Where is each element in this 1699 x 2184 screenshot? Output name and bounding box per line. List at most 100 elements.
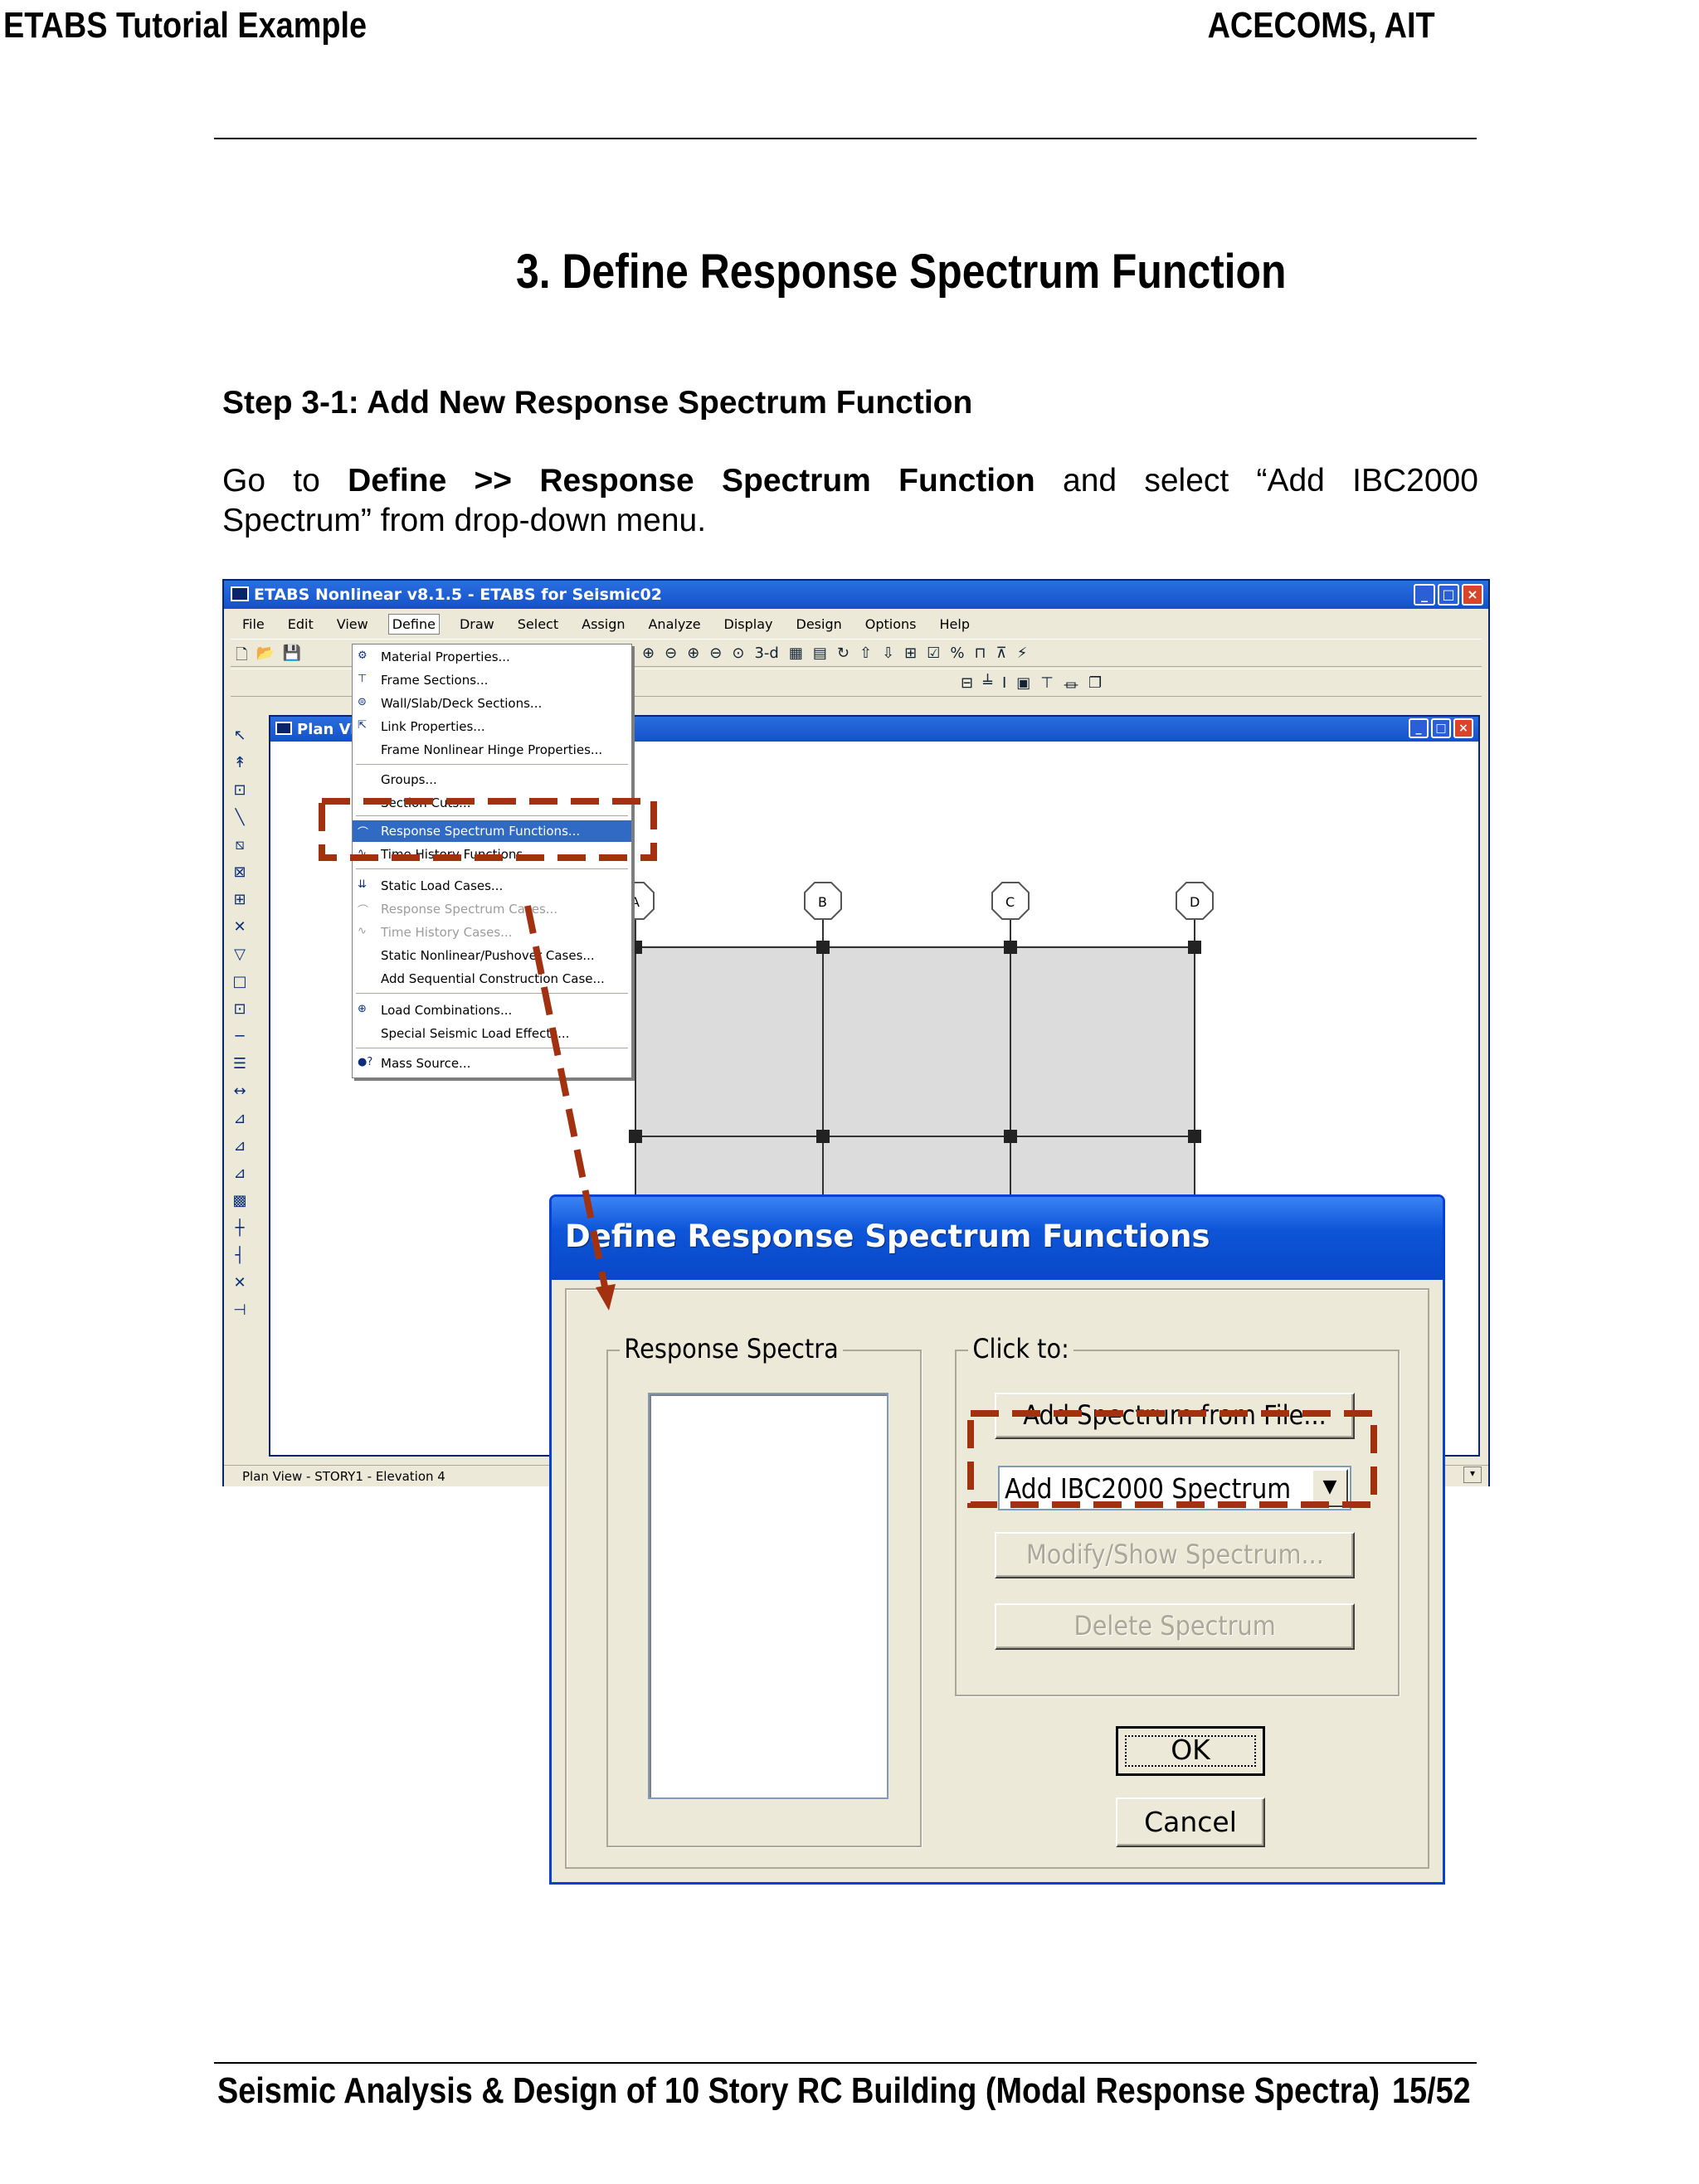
- add-spectrum-from-file-button[interactable]: Add Spectrum from File...: [995, 1393, 1355, 1439]
- brace-draw-icon[interactable]: ⊞: [233, 891, 246, 908]
- snap-int-icon[interactable]: ✕: [233, 1274, 246, 1291]
- beam-icon[interactable]: ╧: [983, 674, 992, 692]
- down-arrow-icon[interactable]: ⇩: [882, 644, 895, 662]
- close-icon[interactable]: ×: [1462, 584, 1483, 606]
- snap-perp-icon[interactable]: ⊣: [233, 1301, 246, 1319]
- menu-help[interactable]: Help: [939, 615, 970, 632]
- snap-end-icon[interactable]: ┤: [235, 1247, 245, 1264]
- rotate-icon[interactable]: ↻: [836, 644, 850, 662]
- minimize-icon[interactable]: _: [1409, 718, 1429, 738]
- dialog-title: Define Response Spectrum Functions: [552, 1197, 1443, 1280]
- header-right: ACECOMS, AIT: [1208, 5, 1435, 46]
- joint-icon[interactable]: ⊡: [233, 781, 246, 799]
- close-icon[interactable]: ×: [1453, 718, 1473, 738]
- menu-item-link-properties[interactable]: ⇱Link Properties...: [353, 716, 631, 737]
- menu-item-section-cuts[interactable]: Section Cuts...: [353, 792, 631, 814]
- zoom-fit-icon[interactable]: ⊙: [732, 644, 745, 662]
- menu-item-static-load-cases[interactable]: ⇊Static Load Cases...: [353, 875, 631, 897]
- minimize-icon[interactable]: _: [1414, 584, 1435, 606]
- rect-area-icon[interactable]: □: [232, 973, 247, 990]
- x-brace-icon[interactable]: ✕: [233, 918, 246, 936]
- menu-item-hinge-properties[interactable]: Frame Nonlinear Hinge Properties...: [353, 739, 631, 761]
- intersect-icon[interactable]: ▩: [232, 1192, 247, 1209]
- new-file-icon[interactable]: 🗋: [236, 646, 248, 664]
- up-arrow-icon[interactable]: ⇧: [859, 644, 873, 662]
- grid-draw-icon[interactable]: ⊠: [233, 863, 246, 881]
- menu-item-mass-source[interactable]: ●?Mass Source...: [353, 1053, 631, 1074]
- menu-draw[interactable]: Draw: [459, 615, 494, 632]
- dropdown-value: Add IBC2000 Spectrum: [1005, 1472, 1292, 1505]
- line-region-icon[interactable]: ⧅: [235, 836, 245, 854]
- link-icon: ⇱: [358, 719, 367, 732]
- brace-icon[interactable]: ⊼: [996, 644, 1007, 662]
- menu-options[interactable]: Options: [864, 615, 917, 632]
- ok-button[interactable]: OK: [1116, 1726, 1265, 1776]
- menu-view[interactable]: View: [336, 615, 368, 632]
- area-icon[interactable]: ▣: [1016, 674, 1031, 692]
- clear-select-icon[interactable]: ⊿: [233, 1165, 246, 1182]
- elevation-view-icon[interactable]: ▤: [812, 644, 827, 662]
- menu-item-sequential-construction[interactable]: Add Sequential Construction Case...: [353, 968, 631, 990]
- menu-item-load-combinations[interactable]: ⊕Load Combinations...: [353, 1000, 631, 1021]
- menu-item-groups[interactable]: Groups...: [353, 769, 631, 790]
- zoom-window-icon[interactable]: ⊕: [687, 644, 700, 662]
- section-icon[interactable]: ⊟: [961, 674, 974, 692]
- zoom-out-icon[interactable]: ⊖: [665, 644, 678, 662]
- zoom-previous-icon[interactable]: ⊖: [709, 644, 723, 662]
- reshape-icon[interactable]: ↟: [233, 754, 246, 771]
- spectrum-type-dropdown[interactable]: Add IBC2000 Spectrum ▼: [998, 1466, 1351, 1510]
- menu-file[interactable]: File: [242, 615, 265, 632]
- menu-item-label: Static Nonlinear/Pushover Cases...: [381, 948, 595, 963]
- column-icon[interactable]: Ⅰ: [1001, 674, 1007, 692]
- menu-item-response-spectrum-functions[interactable]: ⌒Response Spectrum Functions...: [353, 820, 631, 842]
- menu-item-wall-slab-deck[interactable]: ⊜Wall/Slab/Deck Sections...: [353, 693, 631, 714]
- save-icon[interactable]: 💾: [282, 644, 302, 662]
- wall-icon[interactable]: ─: [235, 1028, 245, 1045]
- select-all-icon[interactable]: ⊿: [233, 1110, 246, 1127]
- modify-show-spectrum-button: Modify/Show Spectrum...: [995, 1532, 1355, 1578]
- view-3d-text[interactable]: 3-d: [754, 644, 779, 662]
- lightning-icon[interactable]: ⚡: [1016, 644, 1028, 662]
- spectra-listbox[interactable]: [648, 1393, 888, 1799]
- menu-item-label: Frame Sections...: [381, 673, 489, 688]
- tee-icon[interactable]: ⊤: [1040, 674, 1054, 692]
- menu-design[interactable]: Design: [796, 615, 842, 632]
- dimension-icon[interactable]: ↔: [233, 1082, 246, 1100]
- percent-icon[interactable]: %: [950, 644, 965, 662]
- menu-assign[interactable]: Assign: [582, 615, 626, 632]
- open-folder-icon[interactable]: 📂: [256, 644, 275, 662]
- snap-point-icon[interactable]: ┼: [235, 1219, 245, 1237]
- pointer-icon[interactable]: ↖: [233, 727, 246, 744]
- menu-select[interactable]: Select: [517, 615, 559, 632]
- wall-stack-icon[interactable]: ☰: [232, 1055, 247, 1073]
- plan-view-icon[interactable]: ▦: [788, 644, 803, 662]
- point-area-icon[interactable]: ⊡: [233, 1000, 246, 1018]
- menu-analyze[interactable]: Analyze: [648, 615, 701, 632]
- area-draw-icon[interactable]: ▽: [234, 946, 246, 963]
- line-draw-icon[interactable]: ╲: [235, 809, 245, 826]
- spectrum-function-icon: ⌒: [358, 827, 369, 839]
- menu-item-special-seismic[interactable]: Special Seismic Load Effects...: [353, 1023, 631, 1044]
- menu-item-frame-sections[interactable]: ⊤Frame Sections...: [353, 669, 631, 691]
- zoom-in-icon[interactable]: ⊕: [642, 644, 655, 662]
- menu-edit[interactable]: Edit: [287, 615, 314, 632]
- slab-icon[interactable]: ⏛: [1063, 678, 1078, 695]
- menu-item-pushover-cases[interactable]: Static Nonlinear/Pushover Cases...: [353, 945, 631, 966]
- menu-define[interactable]: Define: [387, 613, 440, 635]
- maximize-icon[interactable]: □: [1431, 718, 1451, 738]
- menu-item-material-properties[interactable]: ⚙Material Properties...: [353, 646, 631, 668]
- checkbox-icon[interactable]: ☑: [927, 644, 941, 662]
- menu-bar: File Edit View Define Draw Select Assign…: [224, 612, 973, 635]
- previous-select-icon[interactable]: ⊿: [233, 1137, 246, 1155]
- maximize-icon[interactable]: □: [1438, 584, 1459, 606]
- chevron-down-icon[interactable]: ▼: [1312, 1469, 1348, 1507]
- cancel-button[interactable]: Cancel: [1116, 1797, 1265, 1847]
- menu-item-time-history-functions[interactable]: ∿Time History Functions...: [353, 844, 631, 865]
- time-history-case-icon: ∿: [358, 925, 367, 937]
- menu-display[interactable]: Display: [723, 615, 773, 632]
- frame-icon[interactable]: ⊓: [974, 644, 986, 662]
- static-load-icon: ⇊: [358, 878, 367, 891]
- grid-icon[interactable]: ⊞: [904, 644, 918, 662]
- status-dropdown-icon[interactable]: ▾: [1463, 1467, 1482, 1483]
- copy-icon[interactable]: ❐: [1088, 674, 1103, 692]
